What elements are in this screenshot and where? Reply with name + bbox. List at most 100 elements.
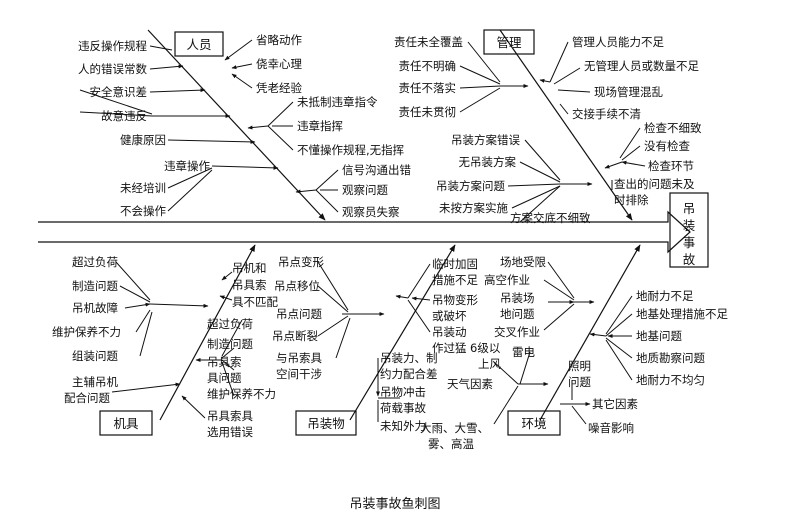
management-cause-11: 检查环节 bbox=[648, 159, 694, 173]
management-cause-3: 责任不落实 bbox=[399, 81, 457, 95]
people-sub-7: 信号沟通出错 bbox=[342, 163, 411, 177]
head-char-2: 装 bbox=[683, 218, 696, 233]
environment-cause-19: 地质勘察问题 bbox=[636, 351, 705, 365]
equipment-cause-14: 具问题 bbox=[207, 371, 242, 385]
management-cause-13: 时排除 bbox=[614, 193, 649, 207]
lifting-cause-8: 措施不足 bbox=[432, 273, 478, 287]
lifting-cause-13: 吊装力、制 bbox=[380, 351, 438, 365]
head-char-4: 故 bbox=[683, 252, 696, 267]
management-cause-8: 交接手续不清 bbox=[572, 107, 641, 121]
category-label-people: 人员 bbox=[186, 37, 211, 52]
head-char-1: 吊 bbox=[683, 201, 696, 216]
lifting-cause-1: 吊点变形 bbox=[278, 255, 324, 269]
management-cause-17: 未按方案实施 bbox=[439, 201, 508, 215]
equipment-cause-7: 配合问题 bbox=[64, 391, 110, 405]
management-cause-9: 检查不细致 bbox=[644, 121, 702, 135]
people-cause-5: 健康原因 bbox=[120, 133, 166, 147]
category-people: 人员 违反操作规程 人的错误常数 安全意识差 故意违反 健康原因 违章操作 未经… bbox=[78, 29, 411, 221]
environment-cause-18: 地基问题 bbox=[636, 329, 682, 343]
management-cause-2: 责任不明确 bbox=[399, 59, 457, 73]
environment-cause-13: 问题 bbox=[568, 375, 591, 389]
lifting-cause-9: 吊物变形 bbox=[432, 293, 478, 307]
environment-cause-4: 地问题 bbox=[500, 307, 535, 321]
people-sub-3: 凭老经验 bbox=[256, 81, 302, 95]
lifting-cause-15: 吊物冲击 bbox=[380, 385, 426, 399]
lifting-cause-12: 作过猛 bbox=[432, 341, 467, 355]
management-cause-18: 方案交底不细致 bbox=[510, 211, 591, 225]
management-cause-5: 管理人员能力不足 bbox=[572, 35, 664, 49]
management-cause-14: 吊装方案错误 bbox=[451, 133, 520, 147]
equipment-cause-12: 制造问题 bbox=[207, 337, 253, 351]
environment-cause-12: 照明 bbox=[568, 359, 591, 373]
environment-cause-11: 雾、高温 bbox=[428, 437, 474, 451]
spine-arrow bbox=[38, 210, 691, 254]
lifting-cause-7: 临时加固 bbox=[432, 257, 478, 271]
environment-cause-17: 地基处理措施不足 bbox=[636, 307, 728, 321]
equipment-cause-8: 吊机和 bbox=[232, 261, 267, 275]
people-cause-4: 故意违反 bbox=[101, 109, 147, 123]
category-label-environment: 环境 bbox=[521, 416, 546, 431]
people-cause-6: 违章操作 bbox=[164, 159, 210, 173]
equipment-cause-10: 具不匹配 bbox=[232, 295, 278, 309]
category-lifting: 吊装物 吊点变形 吊点移位 吊点问题 吊点断裂 与吊索具 空间干涉 临时加固 措… bbox=[272, 244, 478, 436]
equipment-cause-9: 吊具索 bbox=[232, 278, 267, 292]
people-sub-1: 省略动作 bbox=[256, 33, 302, 47]
people-sub-4: 未抵制违章指令 bbox=[297, 95, 378, 109]
category-environment: 环境 场地受限 高空作业 吊装场 地问题 交叉作业 6级以 上风 雷电 天气因素… bbox=[420, 244, 728, 451]
category-label-management: 管理 bbox=[496, 35, 522, 50]
lifting-cause-5: 与吊索具 bbox=[276, 351, 322, 365]
category-label-equipment: 机具 bbox=[113, 416, 139, 431]
lifting-cause-16: 荷载事故 bbox=[380, 401, 426, 415]
lifting-cause-2: 吊点移位 bbox=[274, 279, 320, 293]
environment-cause-3: 吊装场 bbox=[500, 291, 535, 305]
people-cause-7: 未经培训 bbox=[120, 181, 166, 195]
environment-cause-7: 上风 bbox=[478, 357, 501, 371]
people-sub-2: 侥幸心理 bbox=[256, 57, 302, 71]
people-cause-8: 不会操作 bbox=[120, 204, 166, 218]
people-cause-2: 人的错误常数 bbox=[78, 62, 147, 76]
environment-cause-16: 地耐力不足 bbox=[636, 289, 694, 303]
management-cause-12: 查出的问题未及 bbox=[614, 177, 695, 191]
people-sub-6: 不懂操作规程,无指挥 bbox=[297, 143, 404, 157]
environment-cause-15: 噪音影响 bbox=[588, 421, 634, 435]
lifting-cause-6: 空间干涉 bbox=[276, 367, 322, 381]
management-cause-1: 责任未全覆盖 bbox=[394, 35, 463, 49]
environment-cause-2: 高空作业 bbox=[484, 273, 530, 287]
environment-cause-9: 天气因素 bbox=[447, 377, 493, 391]
lifting-cause-11: 吊装动 bbox=[432, 325, 467, 339]
equipment-cause-1: 超过负荷 bbox=[72, 255, 118, 269]
management-cause-15: 无吊装方案 bbox=[459, 155, 517, 169]
equipment-cause-6: 主辅吊机 bbox=[72, 375, 118, 389]
equipment-cause-17: 选用错误 bbox=[207, 425, 253, 439]
people-cause-3: 安全意识差 bbox=[90, 85, 148, 99]
people-sub-8: 观察问题 bbox=[342, 183, 388, 197]
environment-cause-14: 其它因素 bbox=[592, 397, 638, 411]
equipment-cause-11: 超过负荷 bbox=[207, 317, 253, 331]
management-cause-10: 没有检查 bbox=[644, 139, 690, 153]
effect-head: 吊 装 事 故 bbox=[669, 192, 709, 268]
category-equipment: 机具 超过负荷 制造问题 吊机故障 维护保养不力 组装问题 主辅吊机 配合问题 … bbox=[52, 244, 278, 439]
management-cause-6: 无管理人员或数量不足 bbox=[584, 59, 699, 73]
equipment-cause-16: 吊具索具 bbox=[207, 409, 253, 423]
management-cause-7: 现场管理混乱 bbox=[594, 85, 663, 99]
environment-cause-20: 地耐力不均匀 bbox=[636, 373, 705, 387]
equipment-cause-15: 维护保养不力 bbox=[207, 387, 276, 401]
people-cause-1: 违反操作规程 bbox=[78, 39, 147, 53]
figure-caption: 吊装事故鱼刺图 bbox=[349, 496, 440, 512]
head-char-3: 事 bbox=[683, 235, 696, 250]
equipment-cause-13: 吊具索 bbox=[207, 355, 242, 369]
lifting-cause-10: 或破坏 bbox=[432, 309, 467, 323]
category-label-lifting: 吊装物 bbox=[307, 416, 345, 431]
people-sub-9: 观察员失察 bbox=[342, 205, 400, 219]
environment-cause-10: 大雨、大雪、 bbox=[420, 421, 489, 435]
environment-cause-8: 雷电 bbox=[512, 345, 535, 359]
environment-cause-6: 6级以 bbox=[470, 341, 501, 355]
lifting-cause-4: 吊点断裂 bbox=[272, 329, 318, 343]
management-cause-16: 吊装方案问题 bbox=[436, 179, 505, 193]
environment-cause-5: 交叉作业 bbox=[494, 325, 540, 339]
equipment-cause-2: 制造问题 bbox=[72, 279, 118, 293]
equipment-cause-5: 组装问题 bbox=[72, 349, 118, 363]
category-management: 管理 责任未全覆盖 责任不明确 责任不落实 责任未贯彻 管理人员能力不足 无管理… bbox=[394, 29, 702, 225]
management-cause-4: 责任未贯彻 bbox=[399, 105, 457, 119]
